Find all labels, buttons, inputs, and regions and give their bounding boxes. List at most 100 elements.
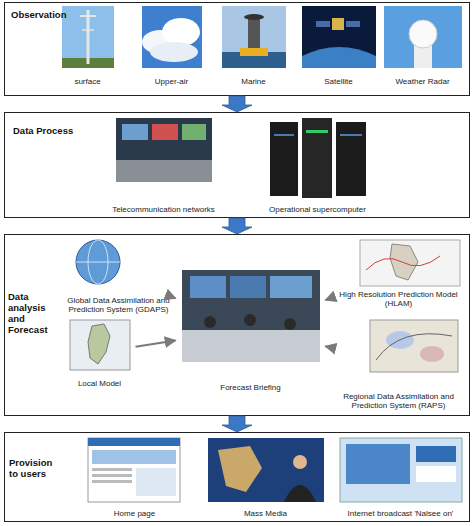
picture-tile: Operational supercomputer	[258, 116, 378, 214]
picture-caption: Satellite	[324, 77, 352, 86]
picture-tile: surface	[60, 6, 116, 86]
picture-tile: Internet broadcast 'Nalsee on'	[336, 436, 466, 518]
picture-tile: Weather Radar	[382, 6, 464, 86]
page-line	[92, 468, 132, 471]
presenter-body	[284, 485, 316, 502]
picture-tile: Telecommunication networks	[104, 116, 224, 214]
input-arrow	[136, 340, 176, 346]
person	[284, 318, 296, 330]
picture-tile: Upper-air	[140, 6, 204, 86]
page-header	[88, 438, 180, 446]
buoy-tower	[248, 18, 260, 52]
picture-caption: Global Data Assimilation and Prediction …	[66, 296, 172, 314]
briefing-room-photo	[182, 270, 320, 362]
page-line	[92, 474, 132, 477]
picture-caption: High Resolution Prediction Model (HLAM)	[332, 290, 466, 308]
sky-photo	[222, 6, 286, 68]
stage-band: Data analysis and Forecast Global Data As…	[4, 234, 470, 416]
control-room-photo	[116, 118, 212, 182]
sky-photo	[62, 6, 114, 68]
page-panel	[416, 466, 456, 482]
server-rack	[336, 122, 366, 196]
rack-light	[274, 134, 294, 136]
picture-tile: Local Model	[64, 318, 136, 388]
page-banner	[92, 450, 176, 464]
picture-caption: Regional Data Assimilation and Predictio…	[330, 392, 468, 410]
land-shape	[218, 446, 262, 492]
screen	[190, 276, 226, 298]
screen	[230, 276, 266, 298]
pressure-area	[420, 346, 444, 362]
sky-photo	[142, 6, 202, 68]
picture-tile: Marine	[220, 6, 288, 86]
radar-dome	[409, 20, 437, 48]
band-heading: Observation	[11, 9, 75, 20]
weather-map-photo	[370, 320, 458, 372]
land-shape	[88, 324, 110, 364]
flow-arrow	[222, 218, 252, 234]
picture-caption: Upper-air	[155, 77, 188, 86]
band-heading: Data analysis and Forecast	[8, 291, 56, 335]
picture-tile: Satellite	[300, 6, 378, 86]
map-photo	[70, 320, 130, 370]
stage-band: Observation surface Upper-air MarineSatelli…	[4, 2, 470, 96]
person	[204, 316, 216, 328]
stage-band: Data ProcessTelecommunication networks Op…	[4, 112, 470, 218]
globe-equator	[76, 262, 120, 263]
rack-light	[306, 130, 328, 133]
flow-arrow	[222, 96, 252, 112]
screen	[152, 124, 178, 140]
input-arrow	[326, 345, 330, 348]
broadcast-page-photo	[340, 438, 462, 502]
input-arrow	[172, 297, 176, 299]
solar-panel	[346, 21, 360, 27]
person	[244, 314, 256, 326]
satellite-body	[332, 18, 344, 30]
page-panel	[136, 468, 176, 496]
video-frame	[346, 444, 410, 484]
map-photo	[360, 240, 460, 286]
input-arrow	[326, 298, 332, 300]
tv-photo	[208, 438, 324, 502]
picture-caption: Forecast Briefing	[220, 383, 280, 392]
sky-photo	[384, 6, 462, 68]
picture-caption: Telecommunication networks	[112, 205, 215, 214]
space-photo	[302, 6, 376, 68]
console-desk	[116, 160, 212, 182]
mast-arm	[80, 15, 96, 17]
server-rack	[302, 118, 332, 198]
land-shape	[390, 244, 418, 280]
rack-light	[340, 134, 362, 136]
cloud	[162, 18, 200, 46]
presenter-head	[293, 455, 307, 469]
picture-tile: Regional Data Assimilation and Predictio…	[330, 318, 468, 410]
picture-caption: Mass Media	[244, 509, 287, 518]
flow-arrow	[222, 416, 252, 432]
band-heading: Data Process	[13, 125, 85, 136]
picture-tile: Global Data Assimilation and Prediction …	[66, 238, 172, 314]
picture-caption: Weather Radar	[395, 77, 449, 86]
picture-caption: Home page	[114, 509, 155, 518]
globe	[76, 240, 120, 284]
picture-caption: Internet broadcast 'Nalsee on'	[348, 509, 454, 518]
band-heading: Provision to users	[9, 457, 57, 479]
picture-tile: High Resolution Prediction Model (HLAM)	[332, 238, 466, 308]
picture-tile: Mass Media	[204, 436, 328, 518]
picture-caption: surface	[74, 77, 100, 86]
screen	[182, 124, 206, 140]
mast	[87, 10, 90, 64]
briefing-desk	[182, 330, 320, 362]
logo-block	[416, 446, 456, 462]
picture-tile: Forecast Briefing	[176, 266, 326, 392]
web-page-photo	[88, 438, 180, 502]
contour-line	[376, 334, 452, 360]
solar-panel	[316, 21, 330, 27]
page-line	[92, 480, 132, 483]
cloud	[150, 42, 198, 62]
contour-line	[366, 256, 440, 270]
buoy-top	[244, 14, 264, 20]
stage-band: Provision to usersHome page Mass Media Int…	[4, 432, 470, 522]
picture-caption: Local Model	[78, 379, 121, 388]
